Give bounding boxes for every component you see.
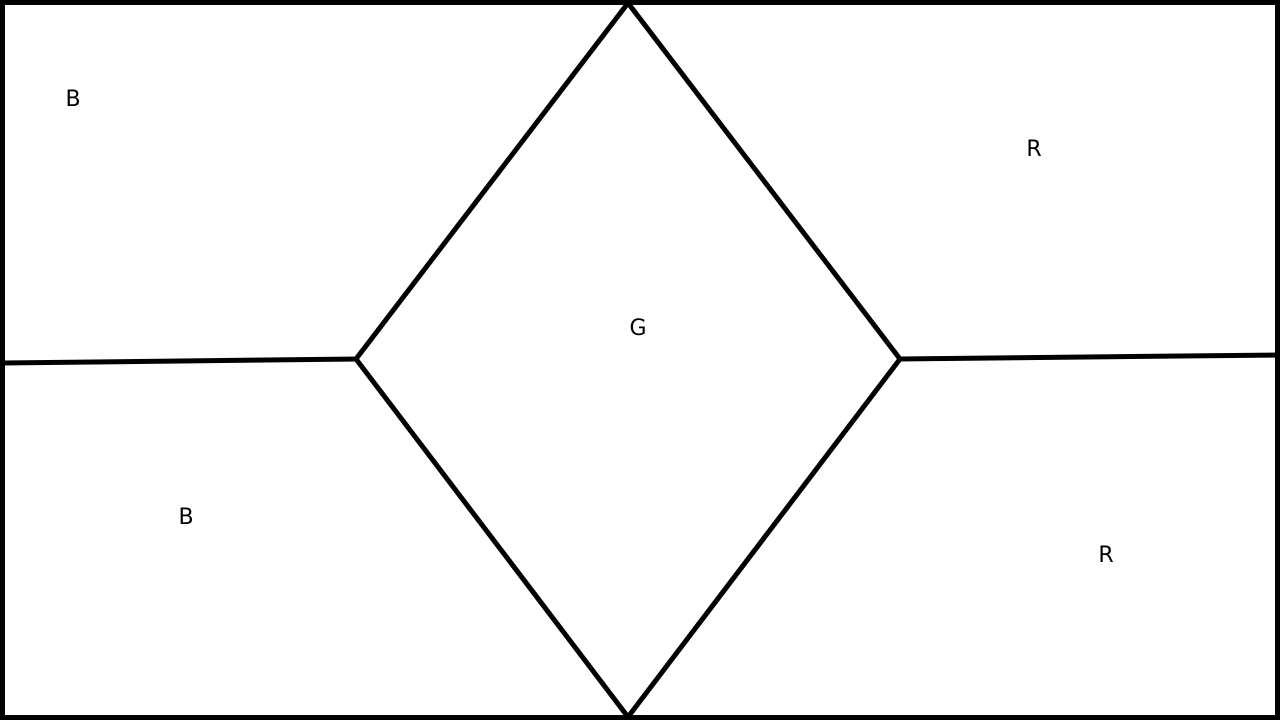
region-label-bottom-left: B — [178, 505, 193, 530]
region-label-bottom-right: R — [1098, 543, 1113, 568]
region-label-top-left: B — [65, 87, 80, 112]
right-divider-edge — [897, 352, 1280, 362]
region-label-center: G — [629, 316, 646, 341]
center-diamond-edge — [352, 0, 904, 720]
left-divider-edge — [0, 356, 359, 366]
region-label-top-right: R — [1026, 137, 1041, 162]
